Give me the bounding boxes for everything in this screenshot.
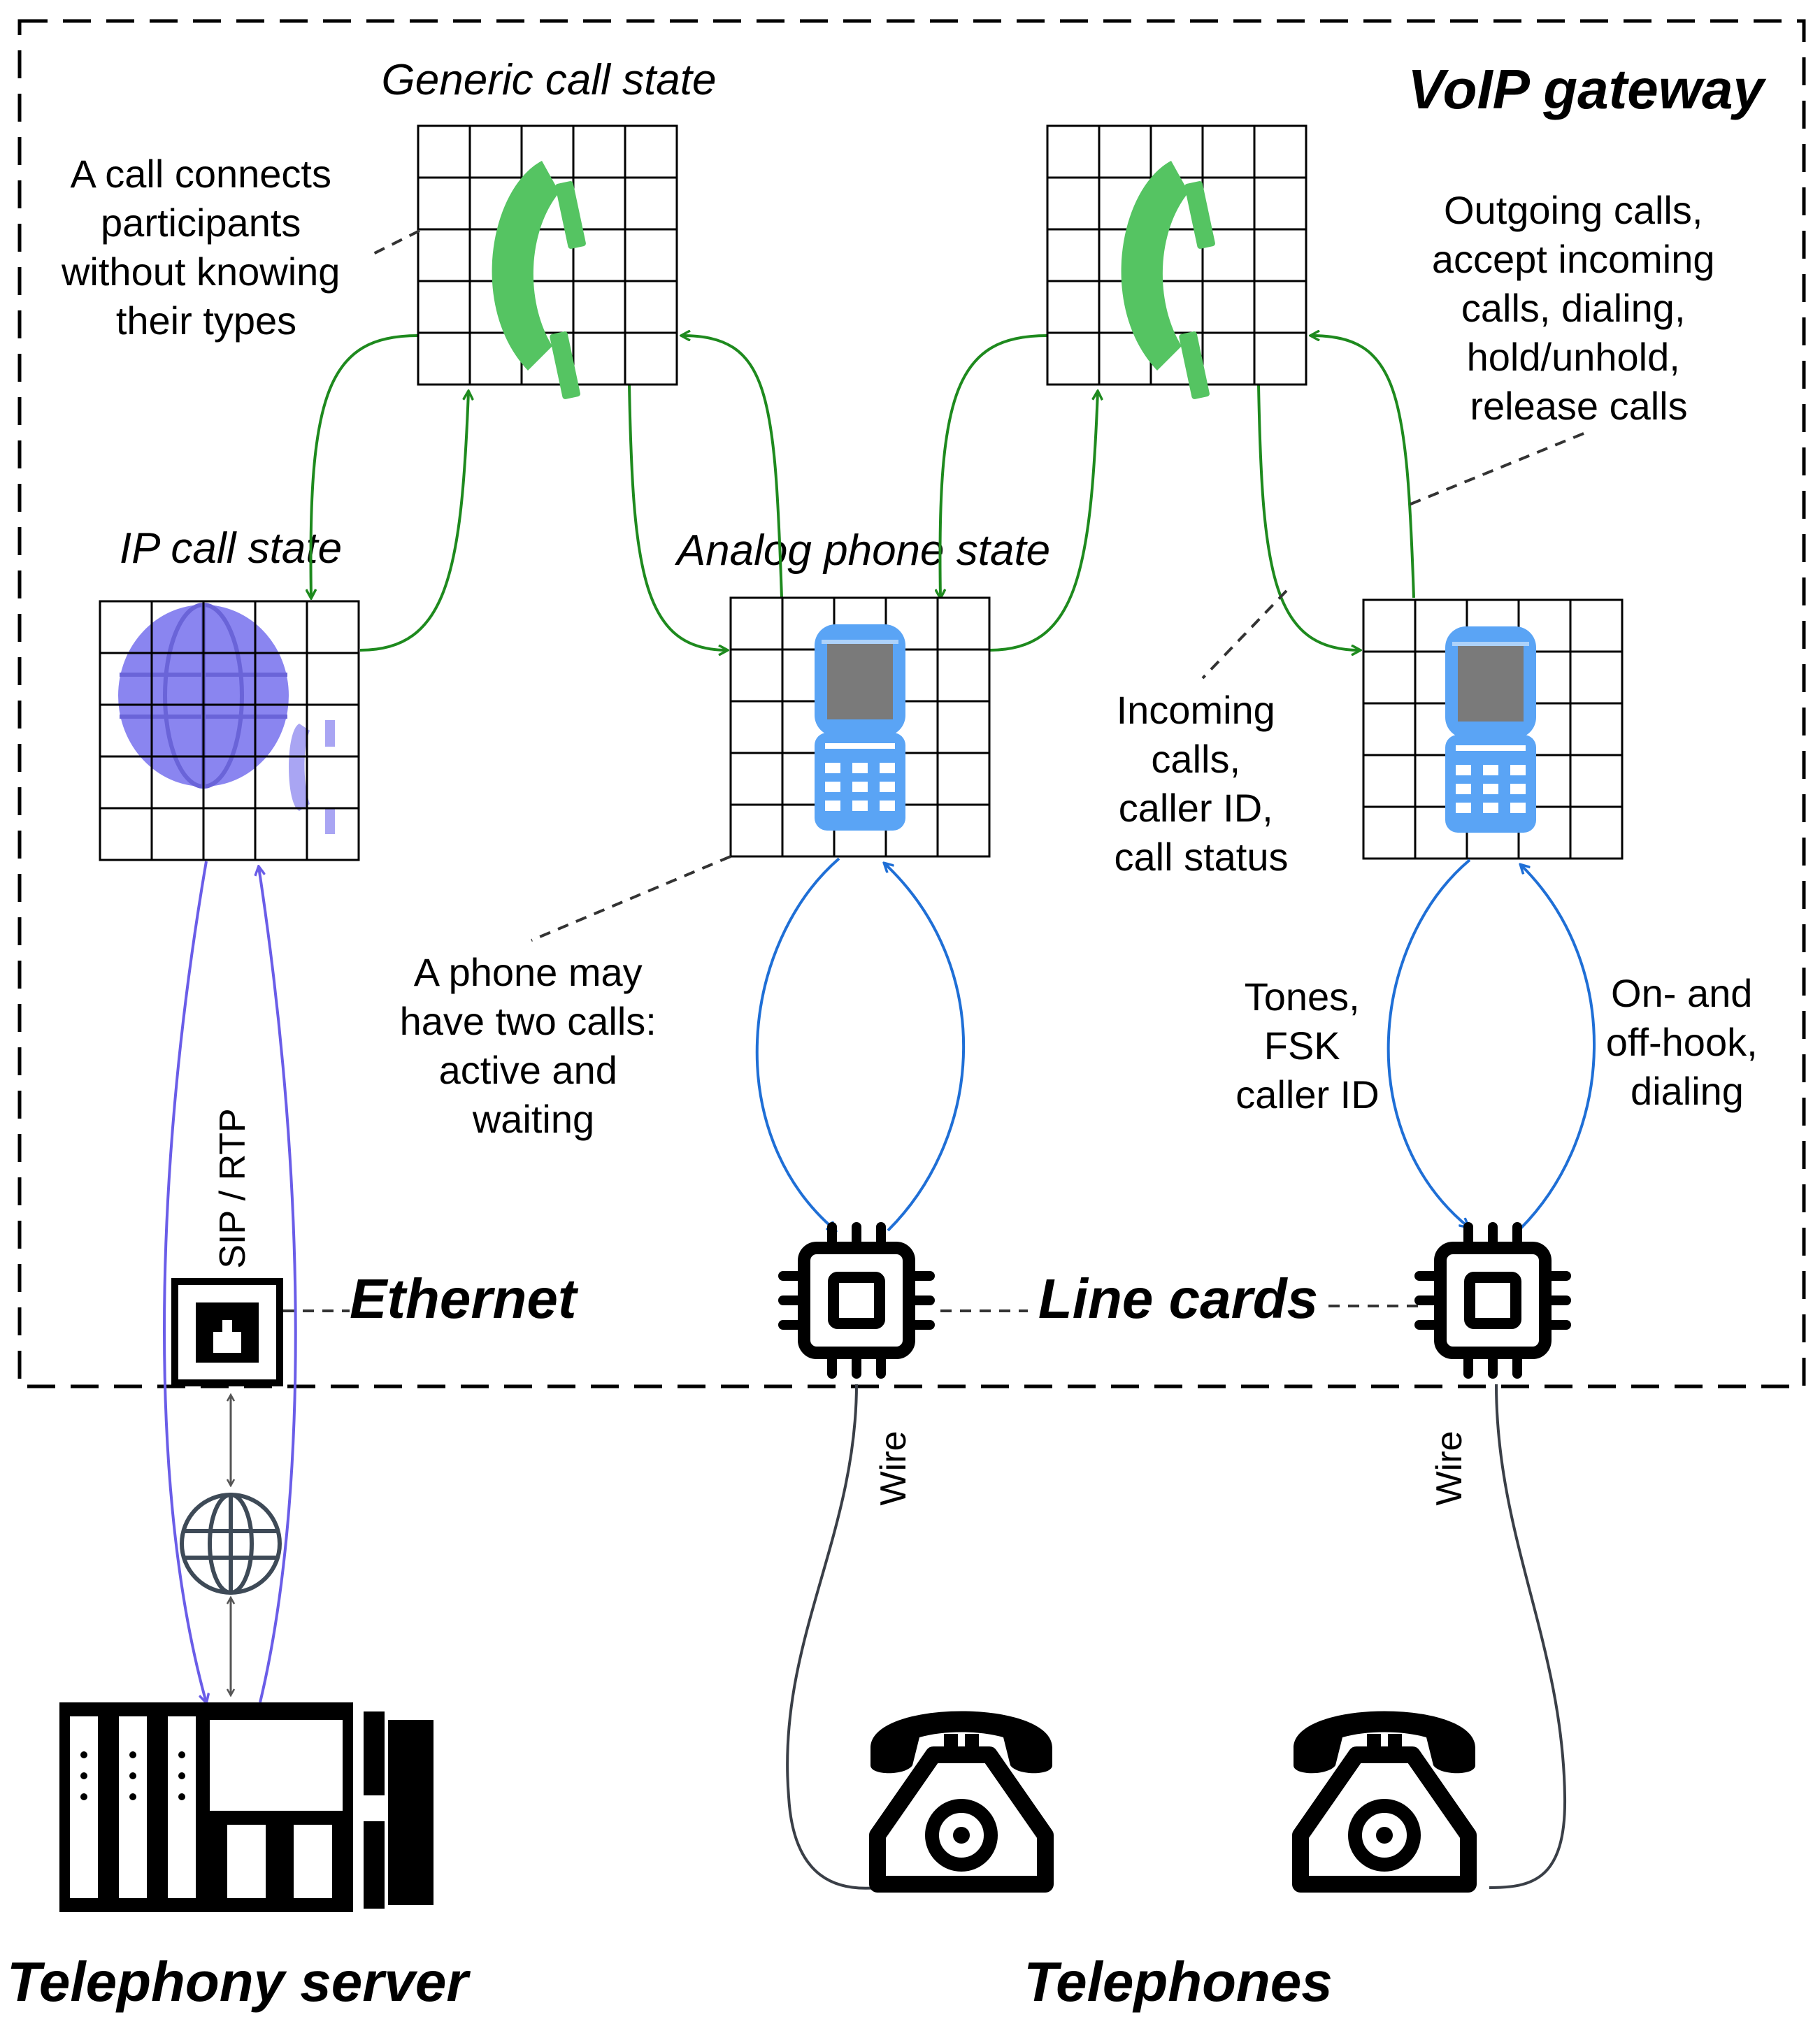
line-card-arrows [755,857,1596,1230]
gateway-boundary [17,19,1806,1388]
outgoing-note: Outgoing calls, accept incoming calls, d… [1432,188,1726,428]
wire-label-left: Wire [873,1431,914,1506]
generic-call-state-right [1046,124,1307,400]
generic-note: A call connects participants without kno… [61,152,351,343]
state-arrows [310,336,1415,650]
purple-handset-icon [289,720,335,834]
telephone-icon-right [1294,1711,1475,1885]
gateway-title: VoIP gateway [1407,58,1766,120]
analog-phone-state-right [1362,598,1624,860]
tones-note: Tones, FSK caller ID [1235,975,1379,1117]
line-cards-label: Line cards [1038,1268,1318,1330]
line-card-chip-left [783,1227,930,1374]
line-card-chip-right [1419,1227,1566,1374]
telephone-icon-left [870,1711,1052,1885]
generic-state-label: Generic call state [382,56,717,104]
phone-wires [786,1384,1567,1890]
ethernet-jack-icon [171,1278,283,1386]
sip-rtp-arrows [163,861,297,1702]
internet-globe-icon [180,1493,282,1595]
ip-call-state [99,600,360,861]
generic-call-state-left [417,124,678,400]
mobile-phone-icon [815,624,905,831]
mobile-phone-icon [1445,626,1536,833]
analog-state-label: Analog phone state [674,526,1050,575]
incoming-note: Incoming calls, caller ID, call status [1115,688,1289,879]
sip-rtp-label: SIP / RTP [213,1108,253,1268]
ethernet-label: Ethernet [350,1268,579,1330]
telephony-server-label: Telephony server [7,1951,471,2013]
wire-label-right: Wire [1429,1431,1470,1506]
telephony-server-icon [59,1702,433,1912]
two-calls-note: A phone may have two calls: active and w… [400,950,668,1141]
hook-note: On- and off-hook, dialing [1606,971,1768,1113]
telephones-label: Telephones [1024,1951,1333,2013]
analog-phone-state-left [729,596,991,858]
ip-state-label: IP call state [120,524,342,573]
